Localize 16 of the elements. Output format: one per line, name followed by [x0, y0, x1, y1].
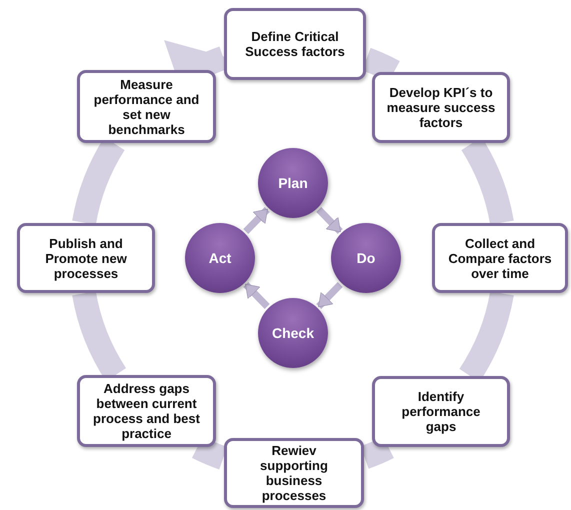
cycle-circle: Plan — [258, 148, 328, 218]
chevron-arrow — [316, 207, 343, 234]
process-box: Define Critical Success factors — [224, 8, 366, 80]
chevron-arrow — [316, 282, 343, 309]
cycle-circle: Do — [331, 223, 401, 293]
process-box: Collect and Compare factors over time — [432, 223, 568, 293]
cycle-circle: Act — [185, 223, 255, 293]
process-box: Publish and Promote new processes — [17, 223, 155, 293]
cycle-circle: Check — [258, 298, 328, 368]
chevron-arrow — [243, 207, 270, 234]
process-box: Measure performance and set new benchmarks — [77, 70, 216, 143]
process-box: Rewiev supporting business processes — [224, 438, 364, 508]
process-box: Address gaps between current process and best practice — [77, 375, 216, 447]
process-box: Identify performance gaps — [372, 376, 510, 447]
chevron-arrow — [243, 282, 270, 309]
process-box: Develop KPI´s to measure success factors — [372, 72, 510, 143]
